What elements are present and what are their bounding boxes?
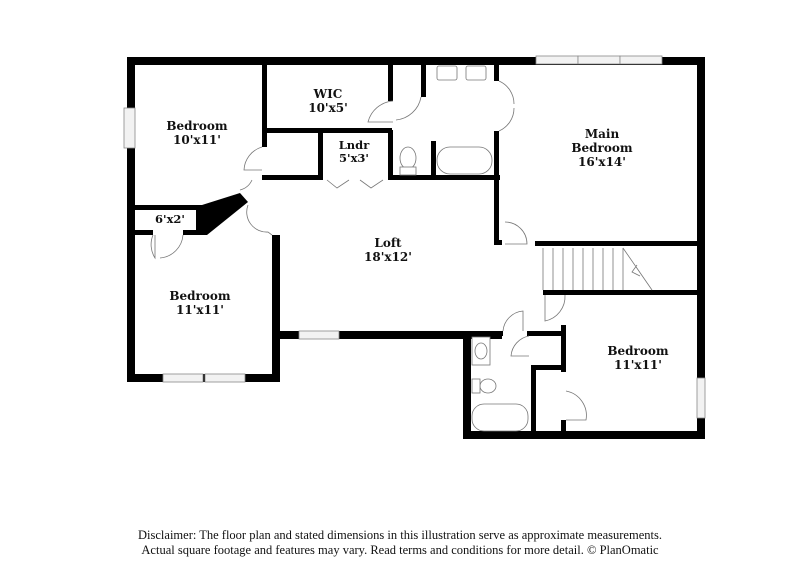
room-dims-bedroom-nw: 10'x11': [173, 133, 221, 147]
room-dims-bedroom-se: 11'x11': [614, 358, 662, 372]
room-name-main-bedroom-line1: Main: [585, 127, 620, 141]
room-dims-main-bedroom: 16'x14': [578, 155, 626, 169]
room-dims-closet-small: 6'x2': [155, 212, 185, 226]
interior-walls: [127, 57, 705, 438]
room-name-wic: WIC: [313, 87, 343, 101]
exterior-walls: [127, 57, 705, 439]
room-dims-wic: 10'x5': [308, 101, 348, 115]
room-name-bedroom-sw: Bedroom: [169, 289, 230, 303]
room-dims-bedroom-sw: 11'x11': [176, 303, 224, 317]
room-name-loft: Loft: [374, 236, 402, 250]
room-name-main-bedroom-line2: Bedroom: [571, 141, 632, 155]
room-name-lndr: Lndr: [339, 138, 370, 152]
disclaimer-line-2: Actual square footage and features may v…: [141, 543, 659, 557]
room-labels: Bedroom 10'x11' WIC 10'x5' Lndr 5'x3' Ma…: [155, 87, 669, 372]
windows: [123, 55, 706, 419]
room-name-bedroom-nw: Bedroom: [166, 119, 227, 133]
room-dims-lndr: 5'x3': [339, 151, 369, 165]
doors: [150, 80, 587, 421]
disclaimer-line-1: Disclaimer: The floor plan and stated di…: [138, 528, 662, 542]
fixtures: [399, 65, 529, 432]
room-name-bedroom-se: Bedroom: [607, 344, 668, 358]
room-dims-loft: 18'x12': [364, 250, 412, 264]
stairs: [542, 247, 653, 291]
